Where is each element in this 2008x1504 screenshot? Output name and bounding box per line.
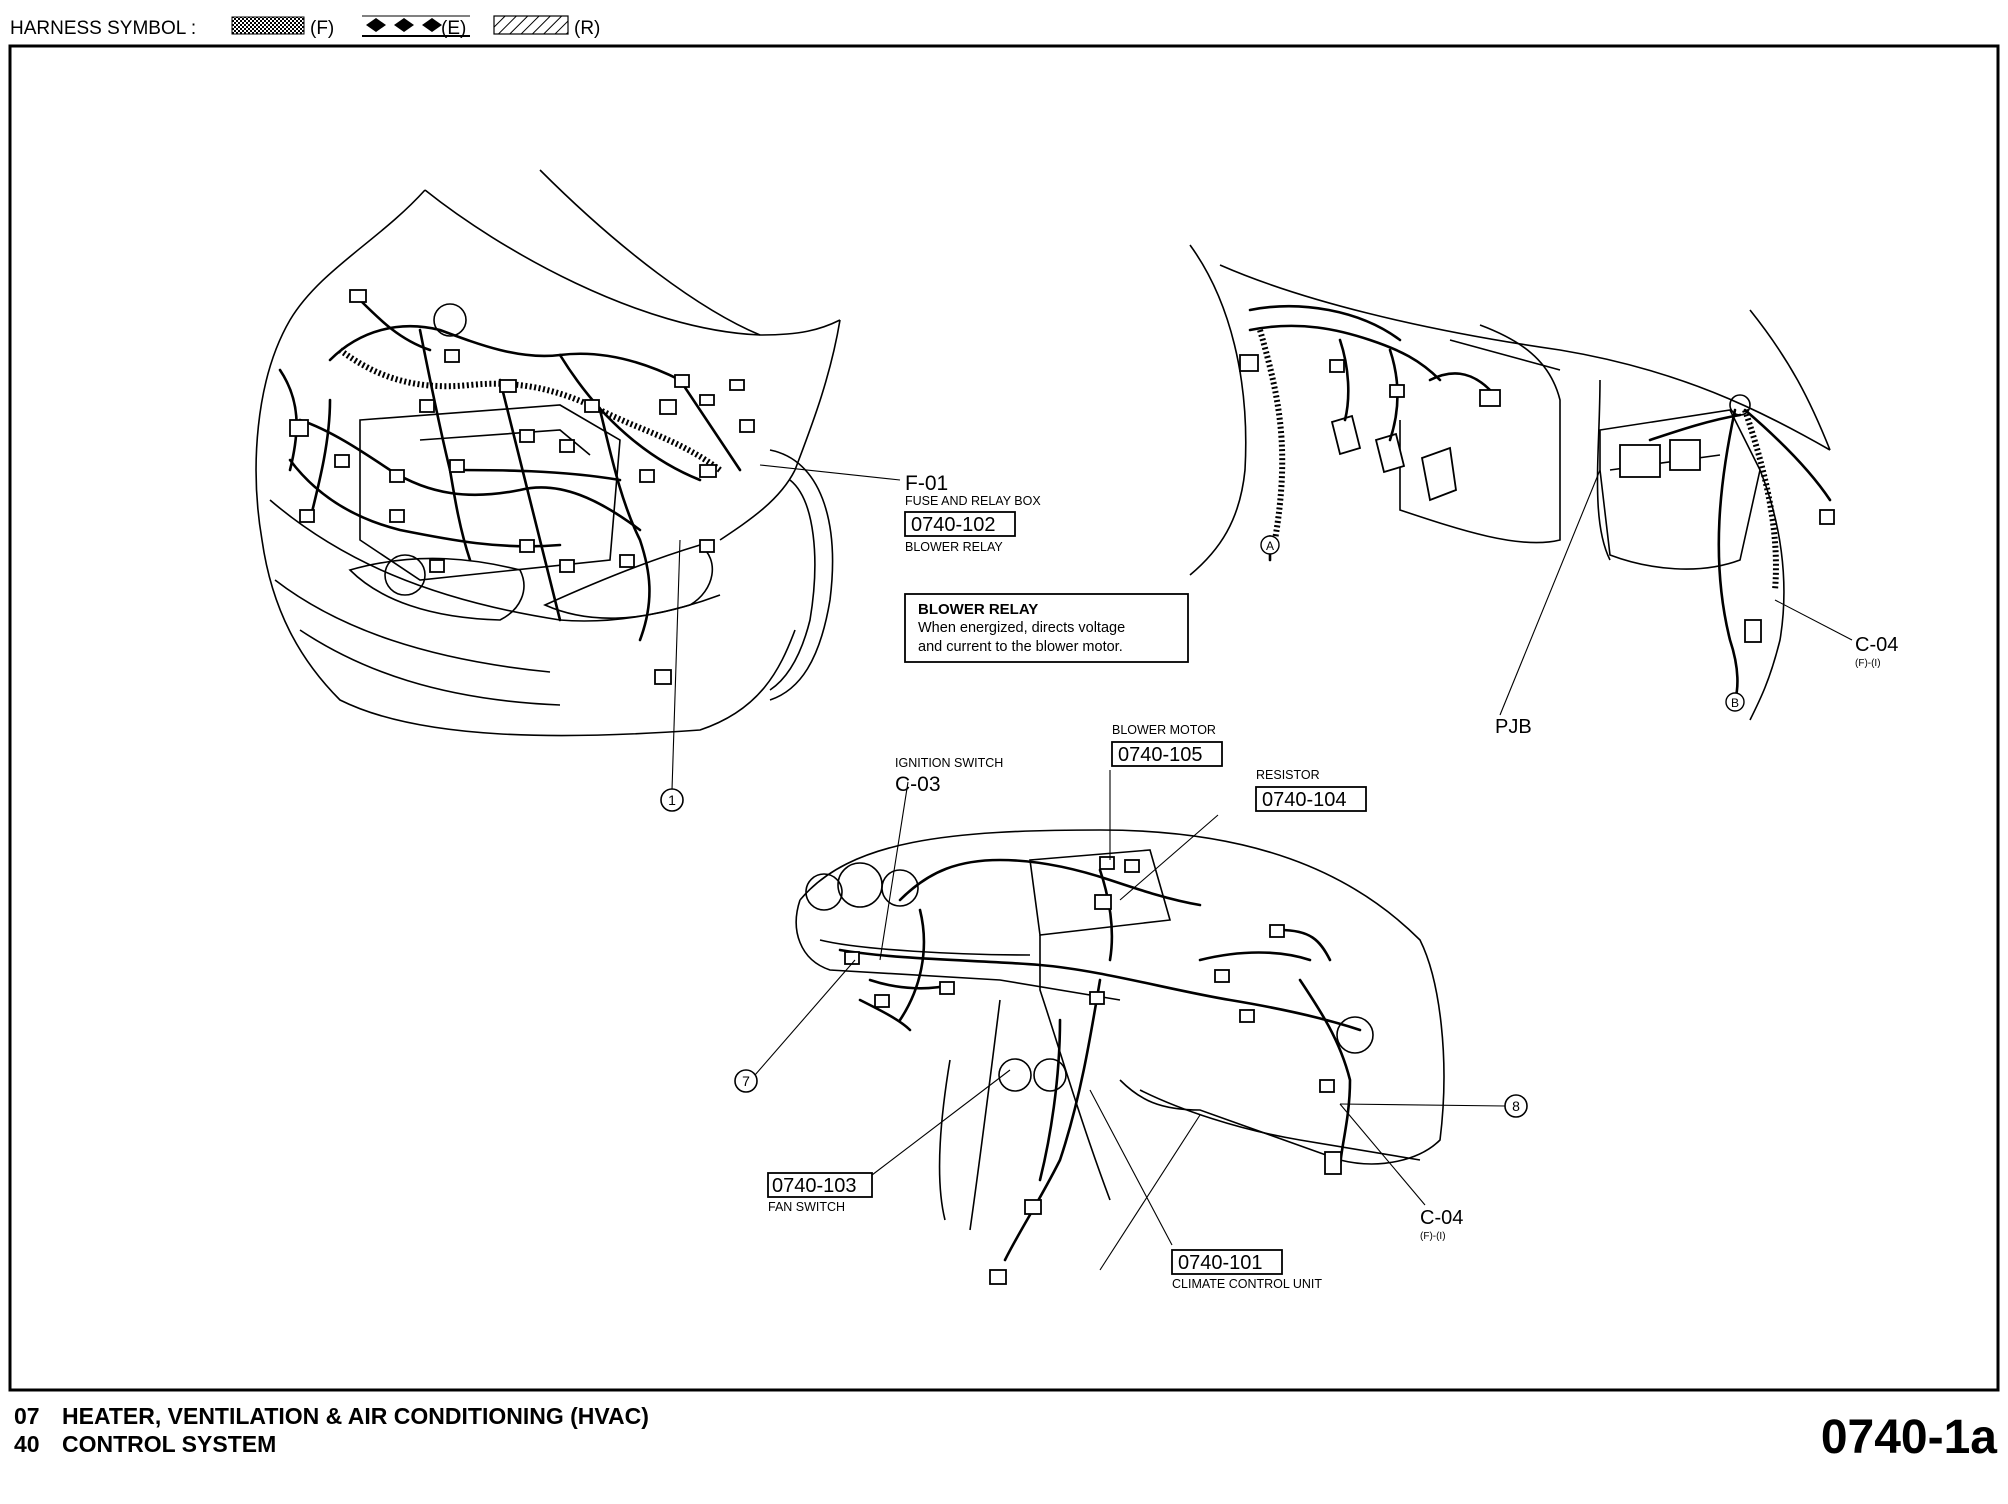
marker-1: 1 [660, 788, 684, 812]
footer-line1-text: HEATER, VENTILATION & AIR CONDITIONING (… [62, 1403, 649, 1429]
resistor-ref: 0740-104 [1262, 789, 1347, 811]
note-line-2: and current to the blower motor. [918, 639, 1123, 655]
f01-name: FUSE AND RELAY BOX [905, 494, 1041, 508]
ignition-switch-callout: IGNITION SWITCH C-03 [895, 756, 1003, 796]
note-box [904, 593, 1189, 663]
marker-7: 7 [734, 1069, 758, 1093]
marker-a-label: A [1266, 539, 1274, 553]
footer-line2-num: 40 [14, 1431, 40, 1457]
marker-b: B [1725, 692, 1745, 712]
f01-sub: BLOWER RELAY [905, 540, 1003, 554]
marker-7-label: 7 [742, 1073, 750, 1089]
marker-a: A [1260, 535, 1280, 555]
climate-control-name: CLIMATE CONTROL UNIT [1172, 1277, 1322, 1291]
page-code: 0740-1a [1821, 1411, 1997, 1464]
blower-motor-callout: BLOWER MOTOR 0740-105 [1111, 723, 1223, 767]
ignition-switch-code: C-03 [895, 773, 941, 796]
fan-switch-ref-box [767, 1172, 873, 1198]
c04-top-sub: (F)-(I) [1855, 658, 1881, 669]
pjb-label: PJB [1495, 716, 1532, 738]
c04-top-callout: C-04 (F)-(I) [1855, 634, 1898, 669]
interior-pjb-view [1189, 244, 1853, 721]
legend-f: (F) [310, 18, 334, 39]
diagram-frame [8, 44, 2000, 1392]
blower-motor-name: BLOWER MOTOR [1112, 723, 1216, 737]
f01-code: F-01 [905, 472, 948, 495]
marker-8-label: 8 [1512, 1098, 1520, 1114]
ignition-switch-name: IGNITION SWITCH [895, 756, 1003, 770]
harness-r-swatch [493, 15, 569, 35]
legend-e: (E) [441, 18, 466, 39]
engine-bay-view [255, 169, 901, 791]
footer-line2-text: CONTROL SYSTEM [62, 1431, 276, 1457]
blower-motor-ref-box [1111, 741, 1223, 767]
marker-1-label: 1 [668, 792, 676, 808]
fan-switch-name: FAN SWITCH [768, 1200, 845, 1214]
dashboard-view [754, 770, 1506, 1285]
blower-relay-note: BLOWER RELAY When energized, directs vol… [904, 593, 1189, 663]
c04-bottom-callout: C-04 (F)-(I) [1420, 1207, 1463, 1242]
harness-e-swatch [362, 15, 470, 37]
footer: 07 HEATER, VENTILATION & AIR CONDITIONIN… [14, 1403, 1997, 1464]
fan-switch-ref: 0740-103 [772, 1175, 857, 1197]
note-line-1: When energized, directs voltage [918, 620, 1125, 636]
legend-label: HARNESS SYMBOL : [10, 18, 196, 39]
f01-ref-box [904, 511, 1016, 537]
harness-legend: HARNESS SYMBOL : (F) (E) (R) [10, 15, 600, 39]
harness-f-swatch [231, 16, 305, 35]
note-title: BLOWER RELAY [918, 601, 1038, 618]
c04-top-code: C-04 [1855, 634, 1898, 656]
resistor-callout: RESISTOR 0740-104 [1255, 768, 1367, 812]
c04-bottom-sub: (F)-(I) [1420, 1231, 1446, 1242]
climate-control-ref-box [1171, 1249, 1283, 1275]
f01-callout: F-01 FUSE AND RELAY BOX 0740-102 BLOWER … [904, 472, 1041, 554]
climate-control-unit-callout: 0740-101 CLIMATE CONTROL UNIT [1171, 1249, 1322, 1291]
footer-line1-num: 07 [14, 1403, 40, 1429]
c04-bottom-code: C-04 [1420, 1207, 1463, 1229]
marker-8: 8 [1504, 1094, 1528, 1118]
legend-r: (R) [574, 18, 600, 39]
marker-b-label: B [1731, 696, 1739, 710]
fan-switch-callout: 0740-103 FAN SWITCH [767, 1172, 873, 1214]
blower-motor-ref: 0740-105 [1118, 744, 1203, 766]
climate-control-ref: 0740-101 [1178, 1252, 1263, 1274]
resistor-ref-box [1255, 786, 1367, 812]
f01-ref: 0740-102 [911, 514, 996, 536]
resistor-name: RESISTOR [1256, 768, 1320, 782]
